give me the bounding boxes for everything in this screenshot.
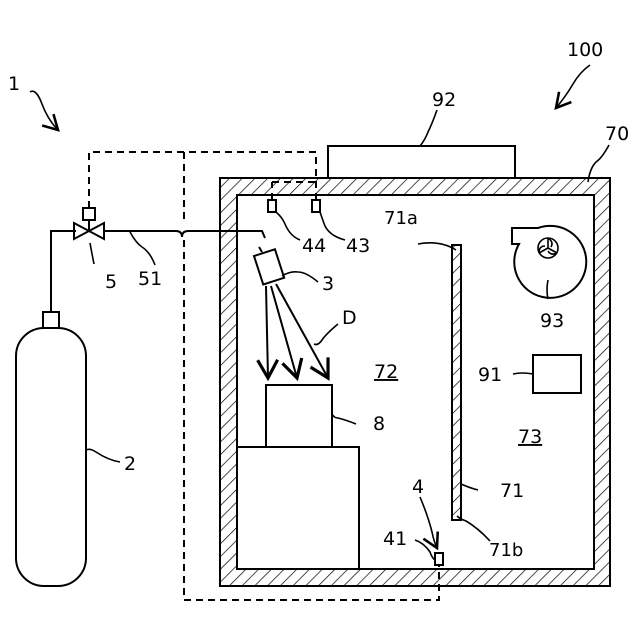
fan-icon xyxy=(512,226,586,298)
label-pipe: 51 xyxy=(138,268,162,290)
spray-arrows xyxy=(266,284,328,378)
sensor-43-icon xyxy=(312,200,320,212)
label-valve: 5 xyxy=(105,271,117,293)
sensor-41-icon xyxy=(435,553,443,565)
label-space-right: 73 xyxy=(518,426,542,448)
object-box xyxy=(266,385,332,447)
label-partition-bottom: 71b xyxy=(489,540,523,561)
label-partition-top: 71a xyxy=(384,208,418,229)
label-sensor-41: 41 xyxy=(383,528,407,550)
label-top-unit: 92 xyxy=(432,89,456,111)
partition xyxy=(452,245,461,520)
label-partition: 71 xyxy=(500,480,524,502)
label-object: 8 xyxy=(373,413,385,435)
valve-icon xyxy=(74,208,104,239)
label-device-box: 91 xyxy=(478,364,502,386)
label-space-left: 72 xyxy=(374,361,398,383)
pedestal xyxy=(237,447,359,569)
label-cylinder: 2 xyxy=(124,453,136,475)
top-unit xyxy=(328,146,515,178)
label-sensor-43: 43 xyxy=(346,235,370,257)
nozzle-icon xyxy=(254,247,284,285)
gas-cylinder xyxy=(16,312,86,586)
label-system: 1 xyxy=(8,73,20,95)
label-apparatus: 100 xyxy=(567,39,603,61)
label-fan: 93 xyxy=(540,310,564,332)
label-nozzle: 3 xyxy=(322,273,334,295)
label-spray: D xyxy=(342,307,357,329)
label-sensor-group: 4 xyxy=(412,476,424,498)
sensor-44-icon xyxy=(268,200,276,212)
device-box xyxy=(533,355,581,393)
label-chamber-wall: 70 xyxy=(605,123,629,145)
label-sensor-44: 44 xyxy=(302,235,326,257)
